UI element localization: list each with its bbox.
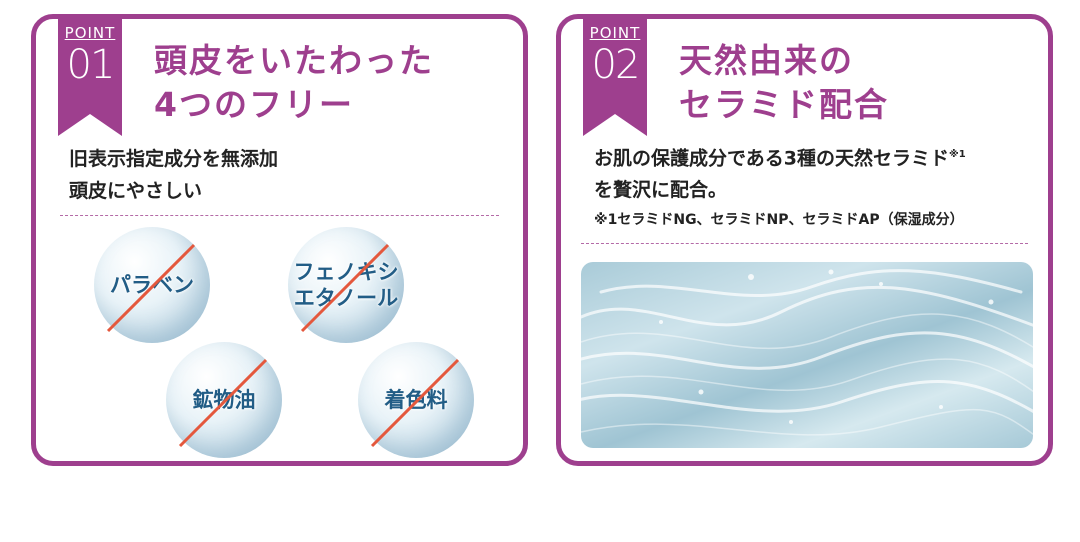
description-line: 旧表示指定成分を無添加: [69, 148, 279, 170]
free-item-mineral-oil: 鉱物油: [166, 342, 282, 458]
description-line: を贅沢に配合。: [594, 179, 728, 202]
free-item-label-line: フェノキシ: [293, 260, 399, 284]
point-number: 02: [591, 42, 641, 88]
cross-out-icon: [370, 358, 460, 448]
point-tag: POINT 02: [583, 14, 647, 136]
dashed-divider: [60, 215, 499, 216]
footnote: ※1セラミドNG、セラミドNP、セラミドAP（保湿成分）: [594, 212, 964, 229]
description-line: 頭皮にやさしい: [69, 180, 203, 202]
point-label: POINT: [64, 24, 116, 42]
cross-out-icon: [106, 243, 196, 333]
gel-texture-image: [581, 262, 1033, 448]
description-text: お肌の保護成分である3種の天然セラミド: [594, 147, 950, 170]
title-line: 4つのフリー: [154, 85, 354, 124]
description-line: お肌の保護成分である3種の天然セラミド※1: [594, 139, 966, 174]
title-line: 天然由来の: [679, 41, 854, 80]
point-label: POINT: [589, 24, 641, 42]
free-item-parabens: パラベン: [94, 227, 210, 343]
point-number: 01: [66, 42, 116, 88]
point-title: 頭皮をいたわった 4つのフリー: [154, 39, 434, 127]
point-card-1: POINT 01 頭皮をいたわった 4つのフリー 旧表示指定成分を無添加 頭皮に…: [31, 14, 528, 466]
point-card-2: POINT 02 天然由来の セラミド配合 お肌の保護成分である3種の天然セラミ…: [556, 14, 1053, 466]
cross-out-icon: [300, 243, 390, 333]
free-item-label-line: エタノール: [293, 286, 399, 310]
title-line: 頭皮をいたわった: [154, 41, 434, 80]
point-title: 天然由来の セラミド配合: [679, 39, 889, 127]
cross-out-icon: [178, 358, 268, 448]
dashed-divider: [581, 243, 1028, 244]
footnote-marker: ※1: [949, 149, 966, 160]
free-item-label: フェノキシ エタノール: [288, 259, 404, 311]
gel-texture-icon: [581, 269, 1033, 436]
point-description: 旧表示指定成分を無添加 頭皮にやさしい: [69, 143, 278, 207]
point-tag: POINT 01: [58, 14, 122, 136]
title-line: セラミド配合: [679, 85, 889, 124]
free-item-colorant: 着色料: [358, 342, 474, 458]
free-item-phenoxyethanol: フェノキシ エタノール: [288, 227, 404, 343]
point-description: お肌の保護成分である3種の天然セラミド※1 を贅沢に配合。 ※1セラミドNG、セ…: [594, 139, 966, 234]
